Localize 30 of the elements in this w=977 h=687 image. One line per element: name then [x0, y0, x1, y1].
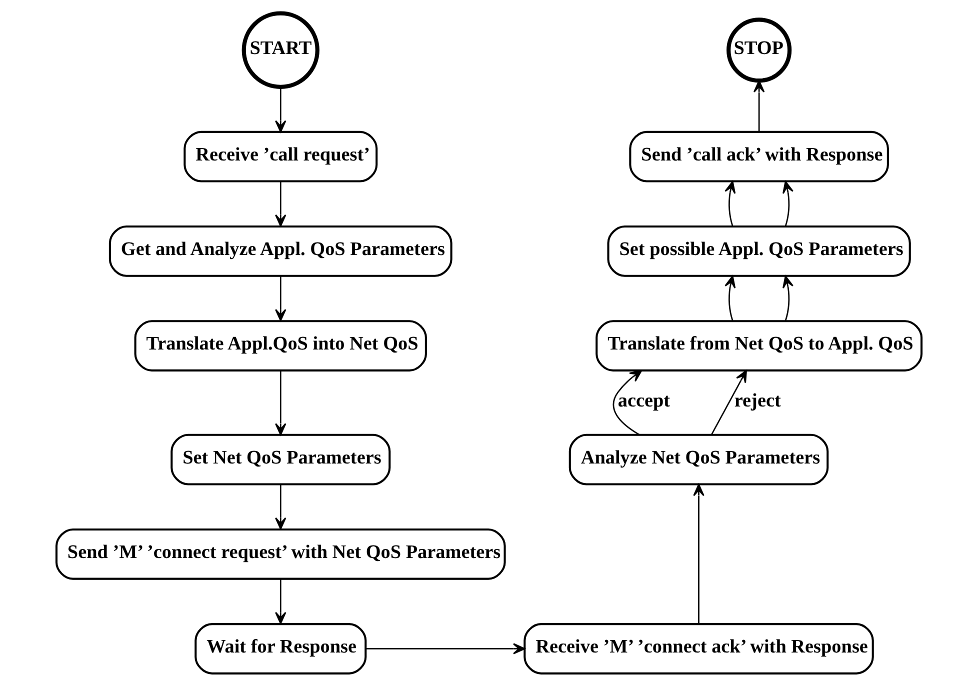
arrow: [274, 87, 286, 133]
node-circle: STOP: [726, 18, 792, 83]
arrow: [782, 276, 793, 321]
arrow: [724, 276, 736, 321]
node-box: Translate from Net QoS to Appl. QoS: [595, 320, 922, 372]
arrow: [274, 579, 286, 624]
arrow: [365, 643, 525, 654]
node-box: Translate Appl.QoS into Net QoS: [134, 320, 426, 372]
node-box: Wait for Response: [194, 623, 366, 674]
node-box: Analyze Net QoS Parameters: [568, 434, 828, 486]
node-box: Get and Analyze Appl. QoS Parameters: [108, 225, 452, 277]
node-box: Send ’M’ ’connect request’ with Net QoS Parameters: [54, 528, 506, 580]
node-circle: START: [241, 11, 319, 89]
arrow: [692, 484, 704, 624]
arrow: [274, 370, 286, 436]
arrow: [274, 276, 286, 322]
node-box: Send ’call ack’ with Response: [628, 130, 888, 182]
arrow: [274, 484, 286, 530]
arrow: [612, 370, 642, 436]
edge-label: reject: [734, 390, 780, 412]
arrow: [782, 180, 793, 226]
node-box: Receive ’call request’: [183, 130, 378, 182]
arrow: [724, 180, 736, 226]
arrow: [752, 80, 764, 132]
arrow: [710, 370, 746, 435]
node-box: Set possible Appl. QoS Parameters: [606, 225, 910, 277]
node-box: Set Net QoS Parameters: [170, 434, 390, 486]
node-box: Receive ’M’ ’connect ack’ with Response: [523, 623, 874, 674]
arrow: [274, 182, 286, 227]
edge-label: accept: [617, 390, 670, 412]
